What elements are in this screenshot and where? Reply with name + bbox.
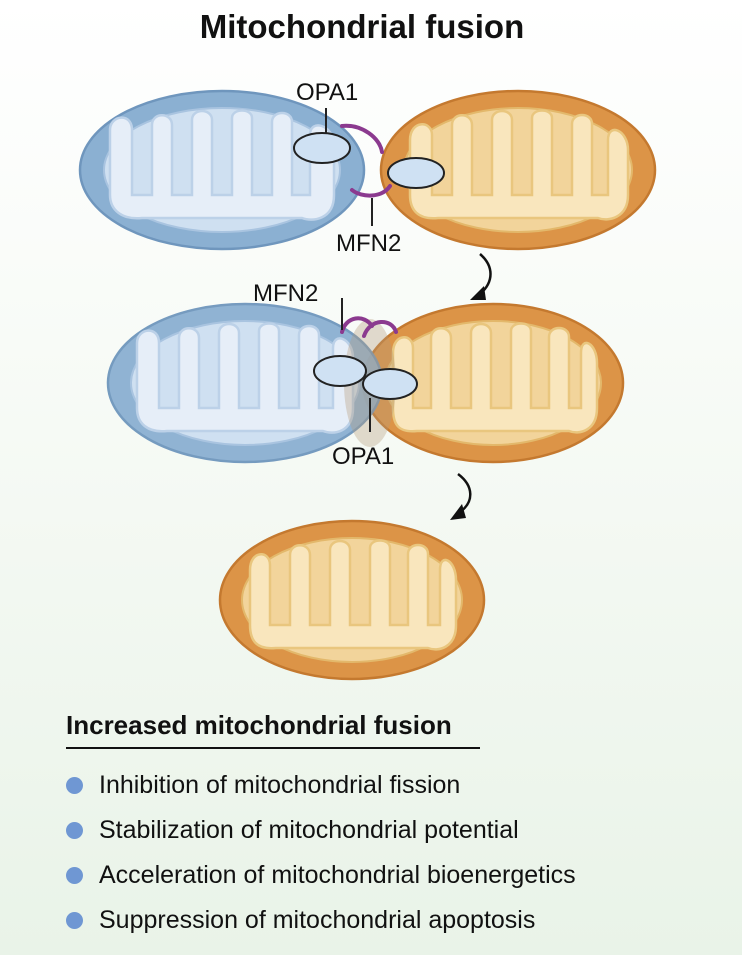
list-item: Inhibition of mitochondrial fission — [66, 763, 576, 808]
mitochondrion-blue-2 — [106, 302, 396, 464]
page-title: Mitochondrial fusion — [200, 8, 524, 45]
bullet-icon — [66, 777, 83, 794]
stage-1-separate: OPA1 MFN2 — [78, 79, 657, 257]
arrow-2 — [450, 473, 472, 520]
summary-panel: Increased mitochondrial fusion Inhibitio… — [66, 710, 576, 943]
bullet-icon — [66, 912, 83, 929]
opa1-protein-middle-right — [362, 368, 418, 400]
summary-list: Inhibition of mitochondrial fission Stab… — [66, 763, 576, 943]
bullet-icon — [66, 867, 83, 884]
summary-heading: Increased mitochondrial fusion — [66, 710, 480, 749]
label-opa1-middle: OPA1 — [332, 443, 394, 470]
list-item-text: Suppression of mitochondrial apoptosis — [99, 906, 536, 934]
list-item: Acceleration of mitochondrial bioenerget… — [66, 853, 576, 898]
bullet-icon — [66, 822, 83, 839]
mfn2-arc-middle-left — [340, 316, 374, 334]
label-opa1-top: OPA1 — [296, 79, 358, 106]
arrow-1 — [470, 253, 492, 300]
list-item: Stabilization of mitochondrial potential — [66, 808, 576, 853]
mitochondrion-blue-1 — [78, 89, 366, 251]
list-item: Suppression of mitochondrial apoptosis — [66, 898, 576, 943]
mfn2-arc-bottom — [350, 184, 392, 198]
opa1-protein-top — [293, 132, 351, 164]
list-item-text: Acceleration of mitochondrial bioenerget… — [99, 861, 576, 889]
list-item-text: Stabilization of mitochondrial potential — [99, 816, 519, 844]
fusion-diagram: Mitochondrial fusion OPA1 MFN2 — [78, 8, 657, 681]
opa1-protein-middle-left — [313, 355, 367, 387]
mitochondrion-fused — [218, 519, 486, 681]
list-item-text: Inhibition of mitochondrial fission — [99, 771, 461, 799]
label-mfn2-top: MFN2 — [336, 230, 401, 257]
label-mfn2-middle: MFN2 — [253, 280, 318, 307]
opa1-protein-orange — [387, 157, 445, 189]
mfn2-arc-top — [340, 123, 384, 154]
mitochondrion-orange-1 — [379, 89, 657, 251]
mfn2-arc-middle-right — [362, 320, 398, 338]
mitochondrion-orange-2 — [361, 302, 625, 464]
stage-2-fusing: MFN2 OPA1 — [106, 280, 625, 470]
